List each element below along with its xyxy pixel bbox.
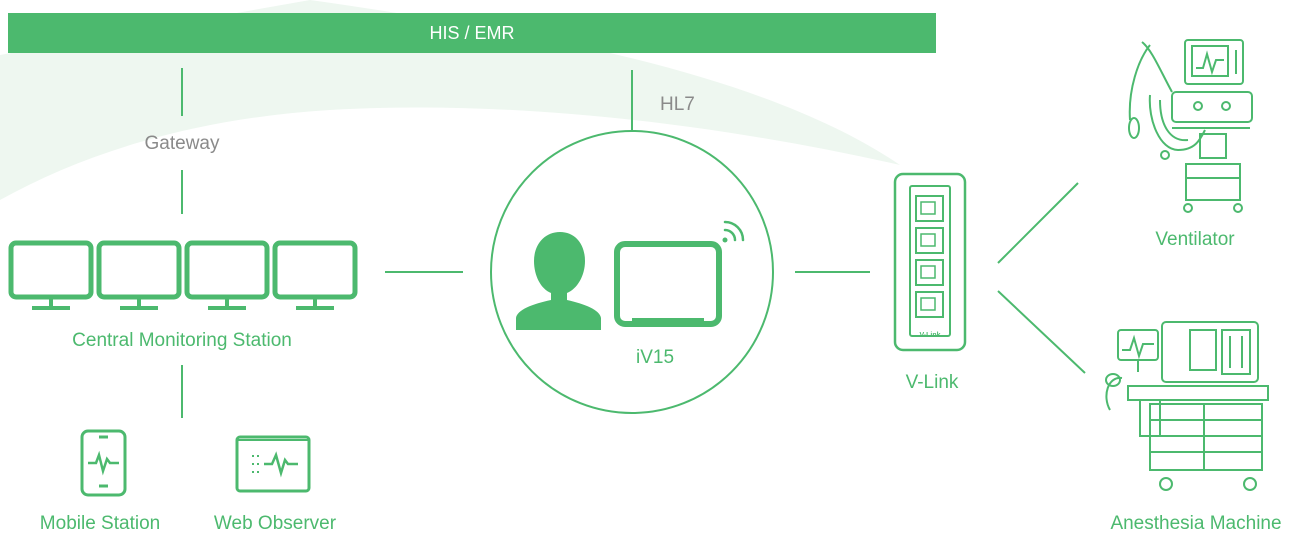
connector-lines	[181, 68, 1086, 418]
anesthesia-machine-icon	[1105, 321, 1269, 491]
monitor-icon	[8, 240, 94, 310]
tablet-monitor-icon	[614, 241, 722, 327]
central-monitoring-station-label: Central Monitoring Station	[72, 330, 292, 351]
anesthesia-machine-label: Anesthesia Machine	[1110, 513, 1282, 534]
ventilator-label: Ventilator	[1155, 229, 1235, 250]
monitor-icon	[272, 240, 358, 310]
vlink-device-icon	[893, 172, 967, 352]
wifi-icon	[722, 220, 745, 243]
vlink-label: V-Link	[905, 372, 959, 393]
ventilator-icon	[1128, 39, 1253, 213]
hl7-label: HL7	[660, 94, 695, 115]
web-observer-label: Web Observer	[213, 513, 337, 534]
gateway-label: Gateway	[144, 133, 220, 154]
iv15-circle	[490, 130, 774, 414]
monitor-icon	[184, 240, 270, 310]
vlink-anesthesia-line	[997, 290, 1086, 374]
monitor-icon	[96, 240, 182, 310]
his-emr-label: HIS / EMR	[429, 23, 515, 43]
user-icon	[516, 232, 601, 330]
browser-ecg-icon	[235, 435, 311, 493]
central-monitor-group	[8, 240, 358, 310]
his-emr-bar: HIS / EMR	[8, 13, 936, 53]
mobile-station-label: Mobile Station	[39, 513, 161, 534]
vlink-device-text: V-Link	[919, 332, 941, 339]
vlink-ventilator-line	[997, 182, 1079, 264]
iv15-label: iV15	[635, 347, 675, 368]
smartphone-ecg-icon	[80, 429, 127, 497]
